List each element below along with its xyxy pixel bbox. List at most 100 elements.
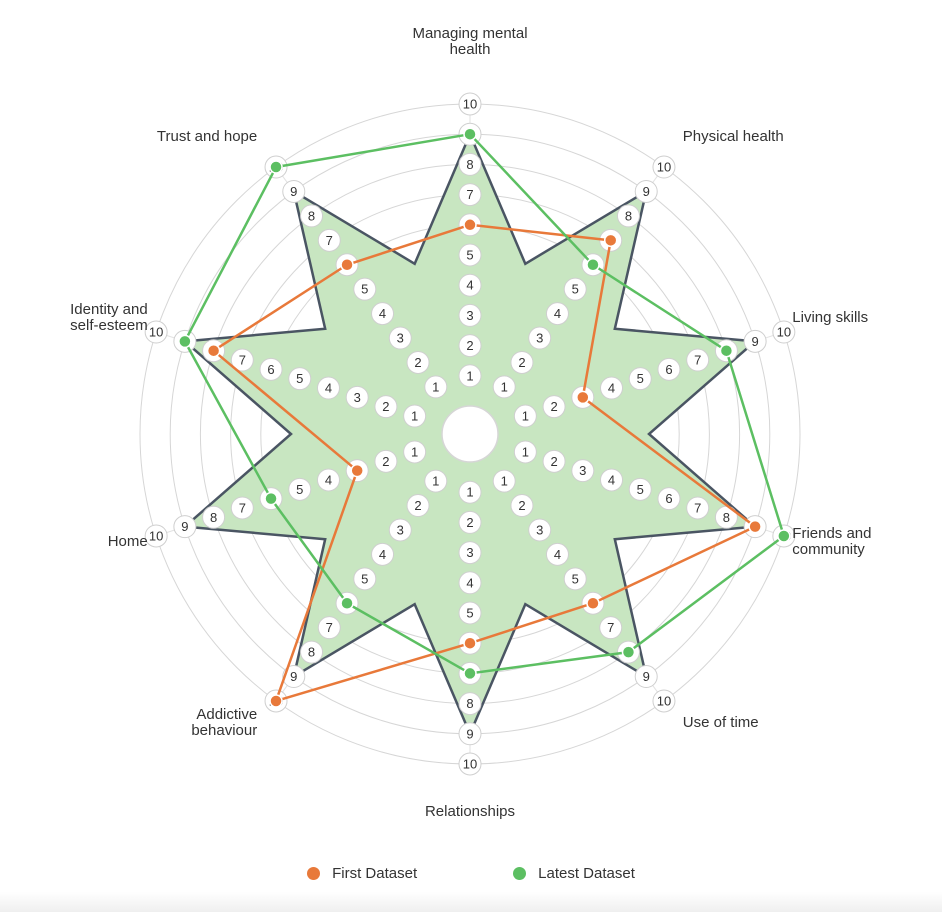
tick-label: 5: [296, 482, 303, 497]
tick-label: 1: [501, 474, 508, 489]
tick-label: 10: [463, 97, 477, 112]
tick-badge: [492, 469, 516, 493]
tick-badge: [686, 496, 710, 520]
tick-label: 8: [308, 645, 315, 660]
tick-label: 5: [296, 371, 303, 386]
tick-label: 4: [554, 547, 561, 562]
tick-badge: [657, 357, 681, 381]
tick-badge: [563, 277, 587, 301]
tick-label: 2: [550, 454, 557, 469]
tick-badge: [528, 518, 552, 542]
tick-label: 2: [382, 399, 389, 414]
axis-label-5: Relationships: [425, 803, 515, 820]
tick-badge: [230, 348, 254, 372]
tick-label: 5: [361, 571, 368, 586]
tick-badge: [316, 468, 340, 492]
tick-label: 6: [665, 362, 672, 377]
tick-badge: [388, 518, 412, 542]
tick-label: 3: [354, 390, 361, 405]
tick-label: 3: [579, 463, 586, 478]
tick-badge: [345, 385, 369, 409]
tick-badge: [616, 204, 640, 228]
tick-label: 2: [382, 454, 389, 469]
tick-label: 2: [550, 399, 557, 414]
star-envelope: [181, 131, 759, 737]
tick-badge: [634, 179, 658, 203]
tick-label: 3: [536, 331, 543, 346]
tick-label: 1: [466, 368, 473, 383]
series-0-point-0: [463, 218, 477, 232]
tick-badge: [282, 179, 306, 203]
tick-badge: [458, 364, 482, 388]
bottom-fade: [0, 892, 942, 912]
tick-label: 2: [518, 498, 525, 513]
tick-label: 9: [181, 519, 188, 534]
tick-label: 9: [290, 669, 297, 684]
tick-label: 10: [149, 325, 163, 340]
series-0-point-1: [603, 233, 618, 248]
tick-label: 8: [625, 208, 632, 223]
tick-badge: [202, 505, 226, 529]
tick-label: 8: [308, 208, 315, 223]
tick-badge: [657, 487, 681, 511]
tick-label: 10: [657, 160, 671, 175]
tick-badge: [652, 689, 676, 713]
tick-badge: [259, 357, 283, 381]
tick-badge: [542, 395, 566, 419]
tick-badge: [353, 567, 377, 591]
tick-badge: [458, 243, 482, 267]
tick-badge: [458, 183, 482, 207]
tick-badge: [458, 571, 482, 595]
tick-label: 7: [239, 353, 246, 368]
tick-badge: [528, 326, 552, 350]
tick-label: 10: [149, 528, 163, 543]
tick-badge: [599, 616, 623, 640]
tick-label: 9: [290, 184, 297, 199]
tick-label: 4: [466, 575, 473, 590]
tick-badge: [628, 367, 652, 391]
tick-badge: [173, 515, 197, 539]
tick-label: 4: [608, 472, 615, 487]
tick-badge: [230, 496, 254, 520]
tick-badge: [458, 541, 482, 565]
legend-item-latest-dataset[interactable]: Latest Dataset: [513, 865, 635, 882]
tick-badge: [317, 616, 341, 640]
series-1-point-4: [621, 645, 636, 659]
legend-item-first-dataset[interactable]: First Dataset: [307, 865, 417, 882]
tick-label: 9: [466, 726, 473, 741]
legend-label-first: First Dataset: [332, 864, 418, 882]
tick-label: 4: [379, 306, 386, 321]
tick-badge: [374, 449, 398, 473]
series-1-point-3: [777, 529, 791, 543]
tick-label: 8: [466, 696, 473, 711]
series-1-point-1: [586, 258, 600, 272]
tick-badge: [571, 459, 595, 483]
tick-badge: [600, 376, 624, 400]
series-1-point-0: [463, 127, 477, 141]
radar-chart: 1234567891012345678910123456789101234567…: [70, 25, 871, 820]
tick-label: 2: [466, 338, 473, 353]
legend: First Dataset Latest Dataset: [0, 855, 942, 891]
tick-badge: [628, 477, 652, 501]
tick-badge: [510, 494, 534, 518]
tick-badge: [458, 722, 482, 746]
tick-badge: [424, 375, 448, 399]
tick-label: 2: [466, 515, 473, 530]
tick-label: 6: [665, 491, 672, 506]
tick-label: 3: [466, 308, 473, 323]
tick-badge: [652, 155, 676, 179]
tick-label: 5: [572, 571, 579, 586]
series-0-point-7: [350, 463, 364, 478]
tick-label: 9: [752, 334, 759, 349]
tick-badge: [458, 273, 482, 297]
tick-badge: [492, 375, 516, 399]
series-1-point-2: [719, 343, 734, 358]
axis-ticks: 1234567891012345678910123456789101234567…: [144, 92, 796, 776]
tick-badge: [458, 303, 482, 327]
series-1-point-9: [269, 160, 283, 174]
tick-label: 1: [522, 409, 529, 424]
series-0-point-2: [576, 390, 590, 405]
tick-badge: [458, 152, 482, 176]
series-1-point-6: [340, 596, 354, 610]
